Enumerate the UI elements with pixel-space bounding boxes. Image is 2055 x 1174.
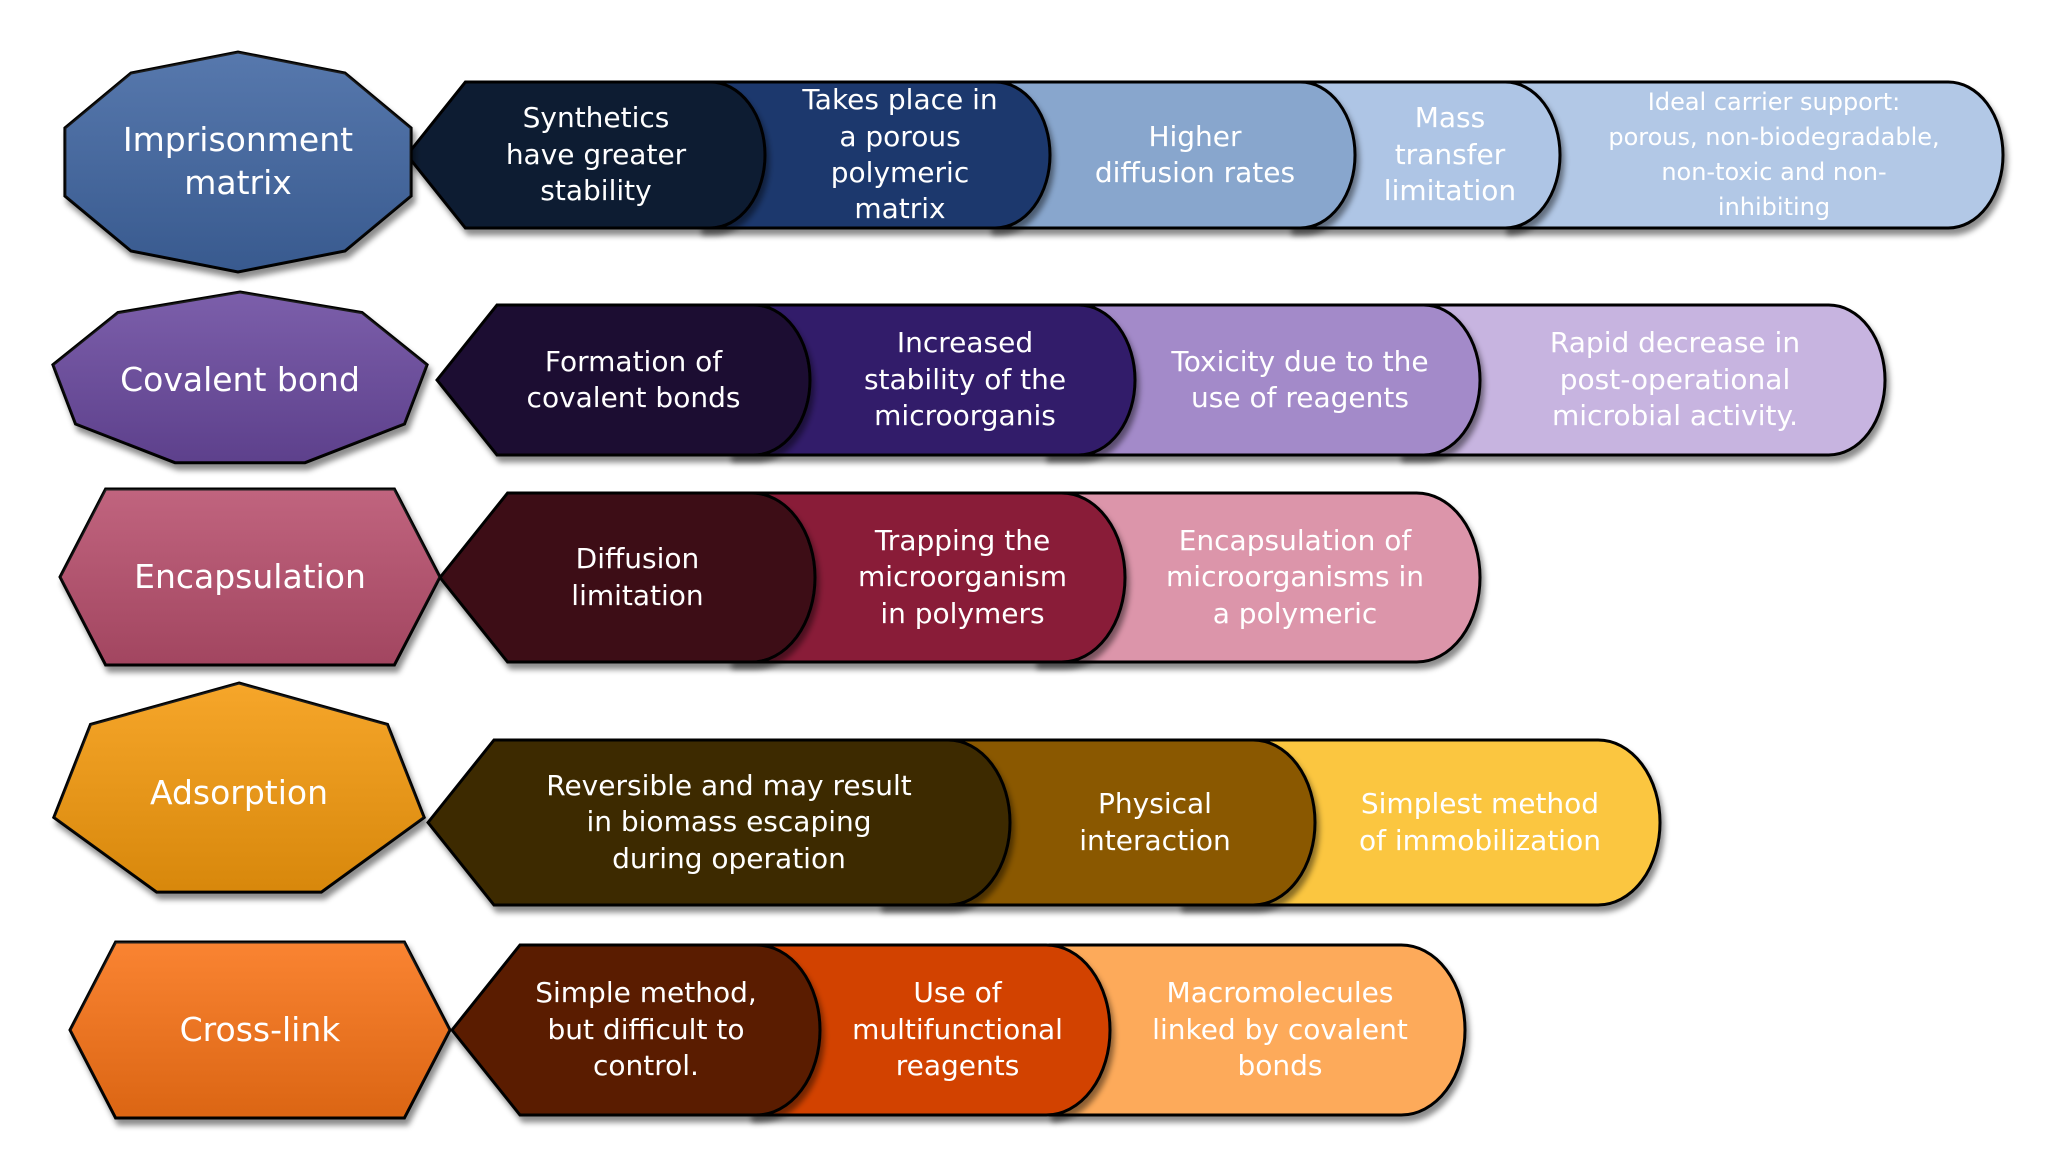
segment-shape [698,80,1052,230]
segment-label: Formation of covalent bonds [526,344,741,414]
segment-shape [450,943,822,1117]
segment-shape [426,738,1012,907]
segment-label: Macromolecules linked by covalent bonds [1152,976,1408,1083]
segment-label: Increased stability of the microorganis [863,326,1067,433]
category-shade [52,292,428,463]
category-label: Adsorption [149,772,329,812]
category-shade [53,683,425,893]
method-row [58,487,1482,667]
segment-shape [438,491,817,664]
segment-label: Reversible and may result in biomass esc… [546,768,912,875]
method-row [68,940,1467,1120]
segment-label: Trapping the microorganism in polymers [858,523,1067,630]
segment-shape [1288,80,1562,230]
segment-label: Takes place in a porous polymeric matrix [802,83,998,226]
segment-shape [988,80,1357,230]
segment-label: Encapsulation of microorganisms in a pol… [1166,523,1424,630]
category-shade [60,489,440,665]
segment-label: Physical interaction [1079,787,1231,857]
segment-label: Higher diffusion rates [1094,119,1296,189]
segment-label: Simple method, but difficult to control. [535,976,757,1083]
method-row [51,681,1662,907]
method-row [51,290,1887,465]
category-shade [70,942,450,1118]
segment-shape [435,303,812,457]
method-row [63,50,2005,274]
segment-label: Use of multifunctional reagents [852,976,1063,1083]
category-label: Covalent bond [120,359,360,399]
category-label: Encapsulation [134,556,366,596]
segment-shape [405,80,767,230]
segment-shape [748,943,1112,1117]
segment-shape [728,491,1127,664]
category-label: Cross-link [179,1009,341,1049]
segment-label: Simplest method of immobilization [1359,787,1601,857]
segment-label: Toxicity due to the use of reagents [1171,344,1429,414]
category-label: Imprisonment matrix [122,120,354,202]
segment-shape [1033,491,1482,664]
segment-shape [1043,303,1482,457]
segment-shape [1503,80,2005,230]
category-shade [64,52,412,272]
segment-label: Synthetics have greater stability [505,101,687,208]
segment-shape [1048,943,1467,1117]
segment-label: Diffusion limitation [571,542,704,612]
segment-shape [1398,303,1887,457]
segment-label: Mass transfer limitation [1383,101,1517,208]
segment-shape [728,303,1137,457]
segment-label: Rapid decrease in post-operational micro… [1549,326,1801,433]
segment-label: Ideal carrier support: porous, non-biode… [1608,88,1940,221]
